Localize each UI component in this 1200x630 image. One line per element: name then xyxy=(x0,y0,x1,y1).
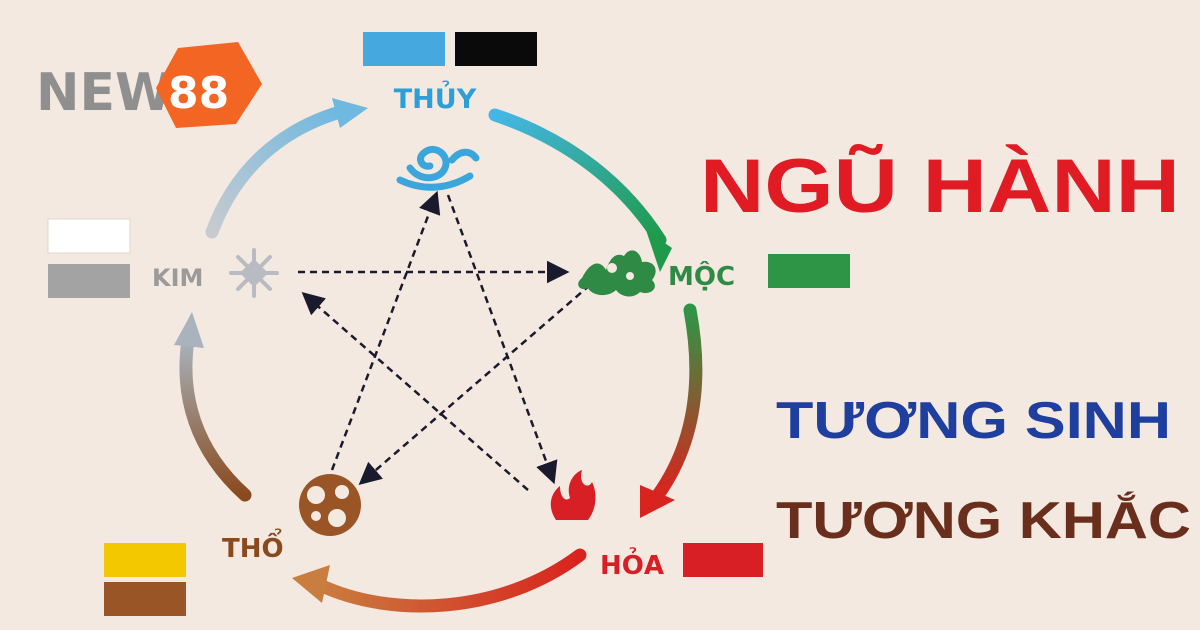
arrow-moc-to-hoa-head xyxy=(640,485,675,518)
arrow-moc-to-hoa xyxy=(651,303,703,502)
label-thuy: THỦY xyxy=(394,79,477,115)
element-moc: MỘC xyxy=(578,250,850,297)
dashed-arrow-thuy-to-hoa xyxy=(446,194,558,485)
swatch-thuy-blue xyxy=(363,32,445,66)
dashed-arrow-hoa-to-kim xyxy=(301,292,529,491)
generating-cycle xyxy=(174,98,703,613)
swatch-thuy-black xyxy=(455,32,537,66)
title-block: NGŨ HÀNH TƯƠNG SINH TƯƠNG KHẮC xyxy=(700,144,1191,550)
arrow-hoa-to-tho xyxy=(313,548,587,613)
swatch-kim-white xyxy=(47,218,131,254)
arrow-kim-to-thuy-head xyxy=(332,98,368,128)
arrow-hoa-to-tho-head xyxy=(292,565,330,603)
new88-logo[interactable]: NEW 88 xyxy=(36,42,262,128)
element-hoa: HỎA xyxy=(550,470,763,581)
overcoming-cycle xyxy=(298,190,591,491)
dashed-arrow-moc-to-tho xyxy=(358,284,591,485)
label-moc: MỘC xyxy=(668,260,735,292)
label-tho: THỔ xyxy=(222,526,284,564)
earth-icon xyxy=(299,474,361,536)
swatch-kim-gray xyxy=(48,264,130,298)
subtitle-tuong-khac: TƯƠNG KHẮC xyxy=(776,491,1191,550)
title-ngu-hanh: NGŨ HÀNH xyxy=(700,144,1180,229)
logo-text-new: NEW xyxy=(36,63,172,123)
label-hoa: HỎA xyxy=(600,545,664,581)
element-kim: KIM xyxy=(47,218,279,298)
swatch-hoa-red xyxy=(683,543,763,577)
swatch-tho-yellow xyxy=(104,543,186,577)
arrow-tho-to-kim xyxy=(179,333,252,502)
element-thuy: THỦY xyxy=(363,32,537,191)
metal-icon xyxy=(229,248,279,298)
logo-badge xyxy=(156,42,262,128)
arrow-thuy-to-moc xyxy=(488,108,667,247)
swatch-moc-green xyxy=(768,254,850,288)
swatch-tho-brown xyxy=(104,582,186,616)
fire-icon xyxy=(550,470,596,520)
logo-text-88: 88 xyxy=(168,68,229,119)
arrow-tho-to-kim-head xyxy=(174,312,204,348)
subtitle-tuong-sinh: TƯƠNG SINH xyxy=(776,392,1171,450)
wood-icon xyxy=(578,250,656,297)
dashed-arrow-tho-to-thuy xyxy=(330,190,441,471)
water-icon xyxy=(396,145,480,191)
arrow-thuy-to-moc-head xyxy=(646,230,672,272)
arrow-kim-to-thuy xyxy=(205,105,347,239)
label-kim: KIM xyxy=(152,264,203,292)
